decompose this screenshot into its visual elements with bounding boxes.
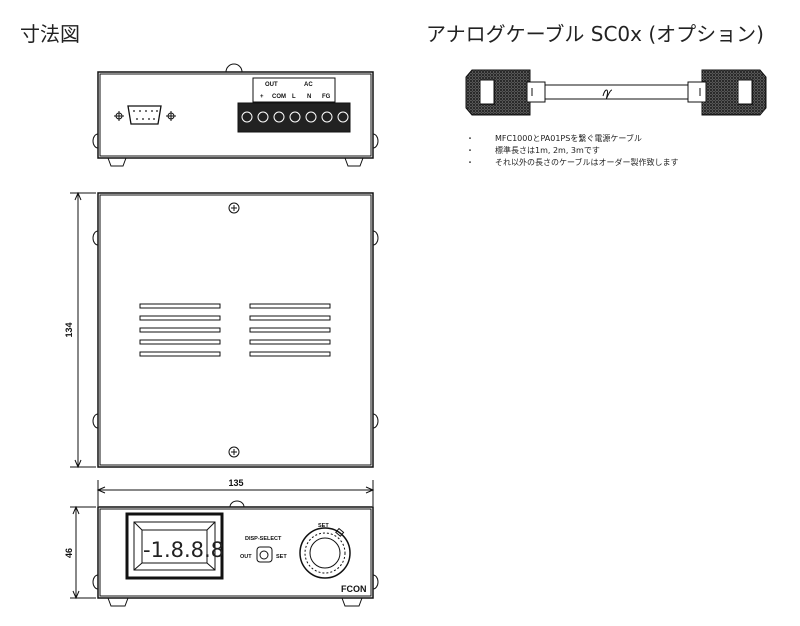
back-view: OUT AC + COM L N FG (92, 63, 379, 167)
set-knob[interactable] (299, 527, 351, 579)
analog-cable-drawing (465, 69, 767, 116)
height-dimension: 46 (64, 548, 74, 558)
db9-connector (114, 105, 176, 125)
top-view: 134 (64, 191, 379, 469)
bullet: ・ (466, 146, 474, 155)
vent-slots (139, 303, 331, 357)
knob-label: SET (318, 523, 329, 529)
bullet: ・ (466, 158, 474, 167)
terminal-label: COM (272, 94, 286, 100)
terminal-label: N (307, 94, 311, 100)
brand-label: FCON (341, 584, 367, 594)
terminal-block (237, 102, 351, 133)
screw-icon (228, 202, 240, 214)
switch-right-label: SET (276, 554, 287, 560)
width-dimension: 135 (228, 478, 243, 488)
right-title: アナログケーブル SC0x (オプション) (426, 22, 764, 46)
left-title: 寸法図 (20, 22, 80, 46)
toggle-switch[interactable] (256, 546, 273, 563)
screw-icon (228, 446, 240, 458)
terminal-label: + (260, 94, 264, 100)
ac-label: AC (304, 82, 313, 88)
bullet: ・ (466, 134, 474, 143)
switch-left-label: OUT (240, 554, 252, 560)
terminal-label: L (292, 94, 296, 100)
depth-dimension: 134 (64, 322, 74, 337)
front-view: 135 46 -1.8.8.8 DISP-SELECT OUT SET SET … (64, 478, 379, 607)
cable-note: それ以外の長さのケーブルはオーダー製作致します (495, 157, 679, 167)
cable-note: MFC1000とPA01PSを繋ぐ電源ケーブル (495, 133, 642, 143)
switch-label: DISP-SELECT (245, 536, 282, 542)
display-readout: -1.8.8.8 (143, 538, 224, 562)
cable-note: 標準長さは1m, 2m, 3mです (495, 145, 600, 155)
terminal-label: FG (322, 94, 331, 100)
out-label: OUT (265, 82, 278, 88)
